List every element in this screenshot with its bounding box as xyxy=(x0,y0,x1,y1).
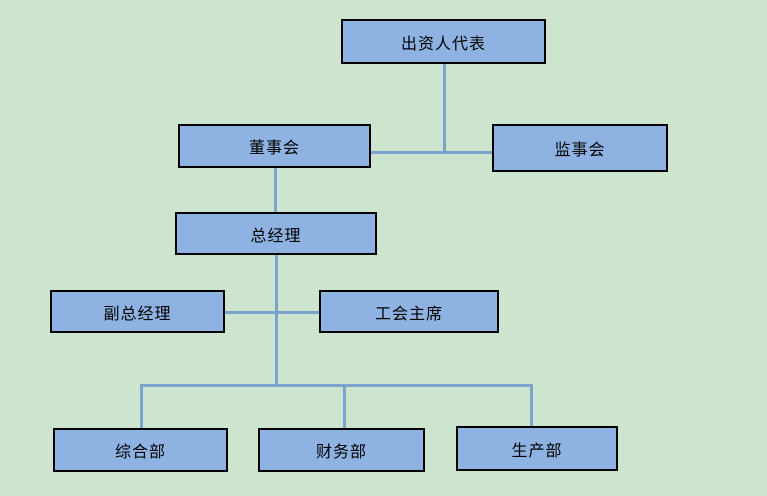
org-node-board-of-directors[interactable]: 董事会 xyxy=(178,124,371,168)
org-node-label: 董事会 xyxy=(248,138,300,157)
org-node-label: 财务部 xyxy=(315,442,367,461)
org-node-finance-department[interactable]: 财务部 xyxy=(258,428,425,472)
org-node-label: 综合部 xyxy=(114,442,166,461)
connector-departments-bus xyxy=(140,384,533,387)
org-node-investor-representative[interactable]: 出资人代表 xyxy=(341,19,546,64)
connector-board-to-gm xyxy=(274,168,277,212)
connector-drop-finance-dept xyxy=(343,386,346,428)
connector-investor-down xyxy=(443,64,446,153)
org-node-general-manager[interactable]: 总经理 xyxy=(175,212,377,255)
org-node-label: 工会主席 xyxy=(374,303,443,323)
org-node-deputy-general-manager[interactable]: 副总经理 xyxy=(50,290,225,333)
org-node-label: 副总经理 xyxy=(103,303,172,323)
org-node-label: 监事会 xyxy=(554,140,606,159)
connector-drop-production-dept xyxy=(530,386,533,426)
org-node-label: 总经理 xyxy=(250,225,302,245)
org-node-union-chairman[interactable]: 工会主席 xyxy=(319,290,499,333)
org-node-production-department[interactable]: 生产部 xyxy=(456,426,618,471)
connector-deputy-union xyxy=(225,311,319,314)
org-node-label: 出资人代表 xyxy=(400,33,486,53)
connector-drop-general-dept xyxy=(140,386,143,428)
connector-gm-down xyxy=(275,255,278,386)
org-node-supervisory-board[interactable]: 监事会 xyxy=(492,124,668,172)
org-node-general-department[interactable]: 综合部 xyxy=(53,428,228,472)
org-node-label: 生产部 xyxy=(511,440,563,460)
connector-board-supervisory xyxy=(371,151,492,154)
